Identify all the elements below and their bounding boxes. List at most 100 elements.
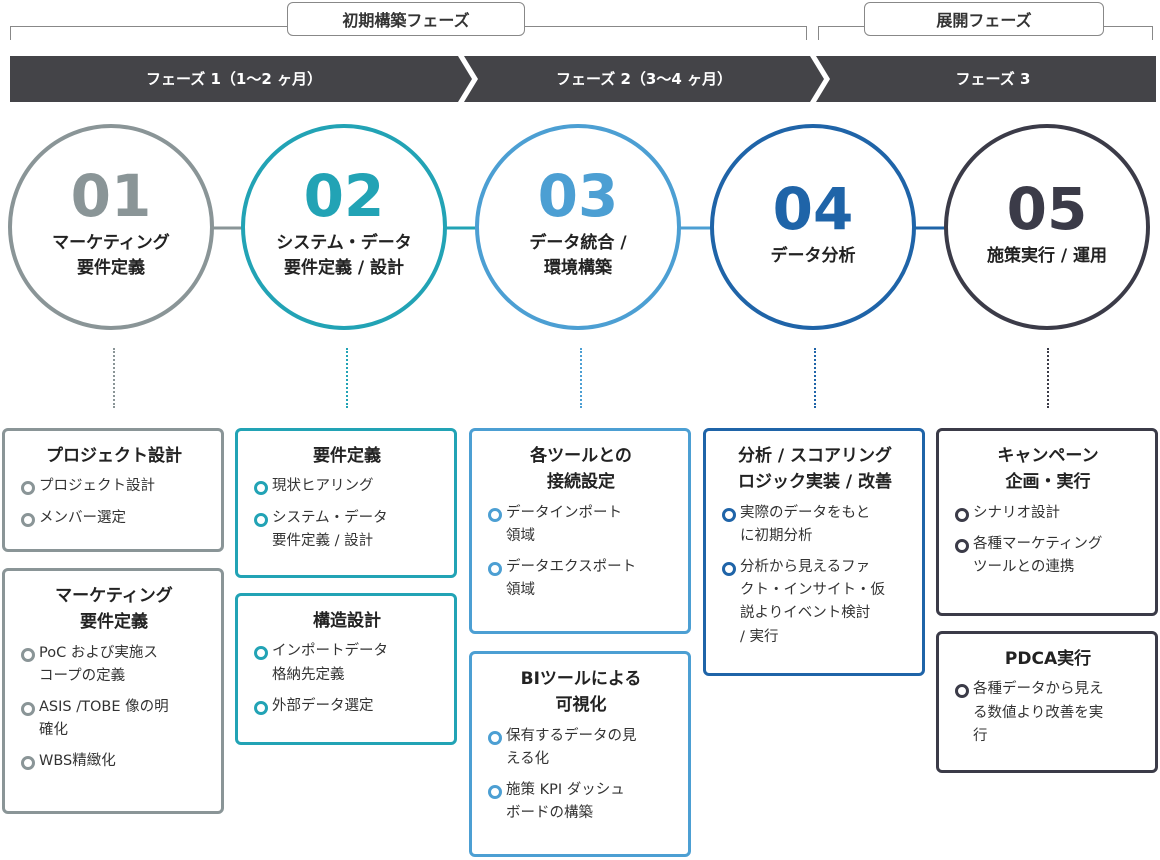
dotted-connector-04 [814, 348, 816, 408]
phase-bar-label-1: フェーズ 1（1〜2 ヶ月） [145, 70, 322, 88]
list-item-text: メンバー選定 [39, 509, 126, 526]
card-title: プロジェクト設計 [46, 446, 182, 466]
bullet-icon [254, 700, 268, 715]
list-item-text: データインポート 領域 [506, 504, 622, 544]
list-item: 保有するデータの見 える化 [488, 725, 674, 771]
task-card-pdca: PDCA実行 各種データから見え る数値より改善を実 行 [936, 631, 1158, 773]
bullet-icon [488, 730, 502, 745]
list-item: PoC および実施ス コープの定義 [21, 642, 207, 688]
step-number: 03 [537, 162, 619, 231]
task-card-analysis-scoring: 分析 / スコアリング ロジック実装 / 改善 実際のデータをもと に初期分析 … [703, 428, 925, 676]
step-circle-04: 04 データ分析 [710, 124, 916, 330]
task-card-bi-visualization: BIツールによる 可視化 保有するデータの見 える化 施策 KPI ダッシュ ボ… [469, 651, 691, 857]
card-title: 要件定義 [313, 446, 381, 466]
list-item: シナリオ設計 [955, 502, 1141, 525]
list-item-text: シナリオ設計 [973, 504, 1060, 521]
step-title: データ統合 / 環境構築 [529, 233, 627, 278]
phase-group-label-initial: 初期構築フェーズ [287, 2, 525, 36]
card-title: マーケティング 要件定義 [55, 586, 173, 633]
task-card-tool-connection: 各ツールとの 接続設定 データインポート 領域 データエクスポート 領域 [469, 428, 691, 634]
bullet-icon [21, 512, 35, 527]
list-item-text: 分析から見えるファ クト・インサイト・仮 説よりイベント検討 / 実行 [740, 559, 885, 645]
bullet-icon [955, 538, 969, 553]
list-item: システム・データ 要件定義 / 設計 [254, 507, 440, 553]
bullet-icon [722, 507, 736, 522]
list-item-text: 実際のデータをもと に初期分析 [740, 504, 871, 544]
step-title: 施策実行 / 運用 [986, 245, 1108, 266]
list-item-text: プロジェクト設計 [39, 478, 155, 495]
list-item-text: 各種データから見え る数値より改善を実 行 [973, 681, 1104, 744]
bullet-icon [21, 702, 35, 717]
step-title: データ分析 [770, 245, 856, 266]
bullet-icon [254, 512, 268, 527]
step-circle-03: 03 データ統合 / 環境構築 [475, 124, 681, 330]
list-item: インポートデータ 格納先定義 [254, 640, 440, 686]
list-item-text: 現状ヒアリング [272, 478, 374, 495]
card-title: 分析 / スコアリング ロジック実装 / 改善 [737, 446, 893, 493]
step-number: 05 [1006, 174, 1088, 243]
list-item: メンバー選定 [21, 507, 207, 530]
dotted-connector-05 [1047, 348, 1049, 408]
bullet-icon [254, 646, 268, 661]
list-item-text: ASIS /TOBE 像の明 確化 [39, 699, 169, 739]
list-item: データエクスポート 領域 [488, 556, 674, 602]
bullet-icon [21, 756, 35, 771]
list-item: 施策 KPI ダッシュ ボードの構築 [488, 779, 674, 825]
list-item: 実際のデータをもと に初期分析 [722, 502, 908, 548]
bullet-icon [488, 785, 502, 800]
list-item-text: PoC および実施ス コープの定義 [39, 644, 158, 684]
step-circle-02: 02 システム・データ 要件定義 / 設計 [241, 124, 447, 330]
task-card-marketing-requirements: マーケティング 要件定義 PoC および実施ス コープの定義 ASIS /TOB… [2, 568, 224, 814]
list-item-text: 外部データ選定 [272, 697, 374, 714]
task-card-structure-design: 構造設計 インポートデータ 格納先定義 外部データ選定 [235, 593, 457, 745]
list-item: 外部データ選定 [254, 695, 440, 718]
phase-bar-label-2: フェーズ 2（3〜4 ヶ月） [555, 70, 732, 88]
card-title: BIツールによる 可視化 [520, 669, 642, 716]
list-item-text: 保有するデータの見 える化 [506, 727, 637, 767]
phase-bar-segment-2 [464, 56, 824, 102]
list-item: 分析から見えるファ クト・インサイト・仮 説よりイベント検討 / 実行 [722, 556, 908, 649]
list-item: WBS精緻化 [21, 750, 207, 773]
step-number: 04 [772, 174, 854, 243]
task-card-project-design: プロジェクト設計 プロジェクト設計 メンバー選定 [2, 428, 224, 552]
dotted-connector-03 [580, 348, 582, 408]
task-card-requirements: 要件定義 現状ヒアリング システム・データ 要件定義 / 設計 [235, 428, 457, 578]
bullet-icon [722, 562, 736, 577]
step-circle-01: 01 マーケティング 要件定義 [8, 124, 214, 330]
list-item-text: WBS精緻化 [39, 753, 116, 770]
bullet-icon [21, 481, 35, 496]
list-item: 各種データから見え る数値より改善を実 行 [955, 678, 1141, 748]
bullet-icon [488, 507, 502, 522]
card-title: キャンペーン 企画・実行 [997, 446, 1099, 493]
list-item: プロジェクト設計 [21, 475, 207, 498]
dotted-connector-01 [113, 348, 115, 408]
step-number: 02 [303, 162, 385, 231]
phase-bar-segment-3 [816, 56, 1156, 102]
dotted-connector-02 [346, 348, 348, 408]
step-number: 01 [70, 162, 152, 231]
step-title: マーケティング 要件定義 [52, 233, 170, 278]
bullet-icon [955, 507, 969, 522]
phase-bar-label-3: フェーズ 3 [955, 70, 1031, 88]
bullet-icon [488, 562, 502, 577]
list-item: ASIS /TOBE 像の明 確化 [21, 696, 207, 742]
list-item-text: 施策 KPI ダッシュ ボードの構築 [506, 782, 625, 822]
list-item-text: インポートデータ 格納先定義 [272, 643, 388, 683]
task-card-campaign: キャンペーン 企画・実行 シナリオ設計 各種マーケティング ツールとの連携 [936, 428, 1158, 616]
bullet-icon [955, 684, 969, 699]
phase-bar-segment-1 [10, 56, 472, 102]
card-title: 各ツールとの 接続設定 [530, 446, 632, 493]
step-title: システム・データ 要件定義 / 設計 [276, 233, 412, 278]
bullet-icon [254, 481, 268, 496]
card-title: PDCA実行 [1004, 649, 1092, 669]
list-item-text: データエクスポート 領域 [506, 559, 637, 599]
list-item: 現状ヒアリング [254, 475, 440, 498]
card-title: 構造設計 [313, 611, 381, 631]
list-item: データインポート 領域 [488, 502, 674, 548]
phase-bar [10, 56, 1156, 102]
list-item-text: システム・データ 要件定義 / 設計 [272, 509, 388, 549]
list-item: 各種マーケティング ツールとの連携 [955, 533, 1141, 579]
phase-group-label-deploy: 展開フェーズ [864, 2, 1104, 36]
list-item-text: 各種マーケティング ツールとの連携 [973, 535, 1103, 576]
step-circle-05: 05 施策実行 / 運用 [944, 124, 1150, 330]
